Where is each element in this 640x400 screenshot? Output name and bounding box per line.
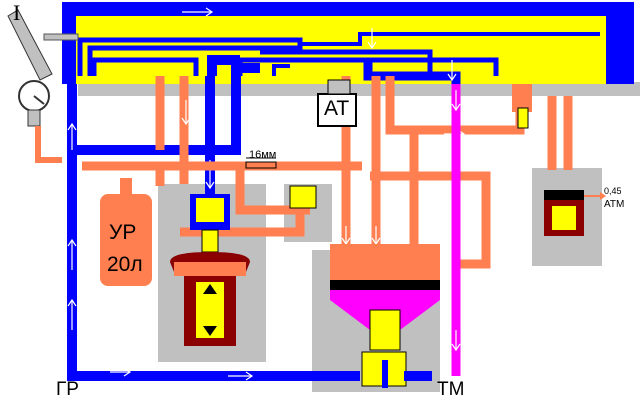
valve-body-band	[78, 82, 640, 96]
at-label: АТ	[324, 97, 350, 120]
position-roman-label: I	[13, 0, 21, 25]
ur-volume-label: 20л	[107, 253, 143, 276]
stabilizer	[544, 190, 606, 236]
flow-arrows-magenta	[451, 90, 461, 352]
driver-handle	[7, 9, 79, 127]
ur-label: УР	[109, 221, 137, 244]
main-pipe-right	[363, 60, 461, 84]
brake-pipe-label: ТМ	[437, 379, 465, 400]
relay-valve	[330, 244, 440, 388]
pressure-value-label: 0,45	[604, 186, 622, 196]
cutoff-valve	[512, 84, 532, 129]
main-reservoir-label: ГР	[56, 379, 79, 400]
equalizing-piston	[170, 194, 250, 346]
equalizing-reservoir	[100, 178, 152, 286]
at-cap	[327, 79, 351, 95]
choke-size-label: 16мм	[249, 149, 277, 161]
at-block	[317, 93, 357, 127]
gauge-pipe	[35, 126, 62, 163]
choke-16mm	[245, 157, 277, 169]
pressure-unit-label: АТМ	[604, 199, 625, 210]
flow-arrows-blue	[67, 7, 457, 381]
filter	[289, 185, 317, 209]
